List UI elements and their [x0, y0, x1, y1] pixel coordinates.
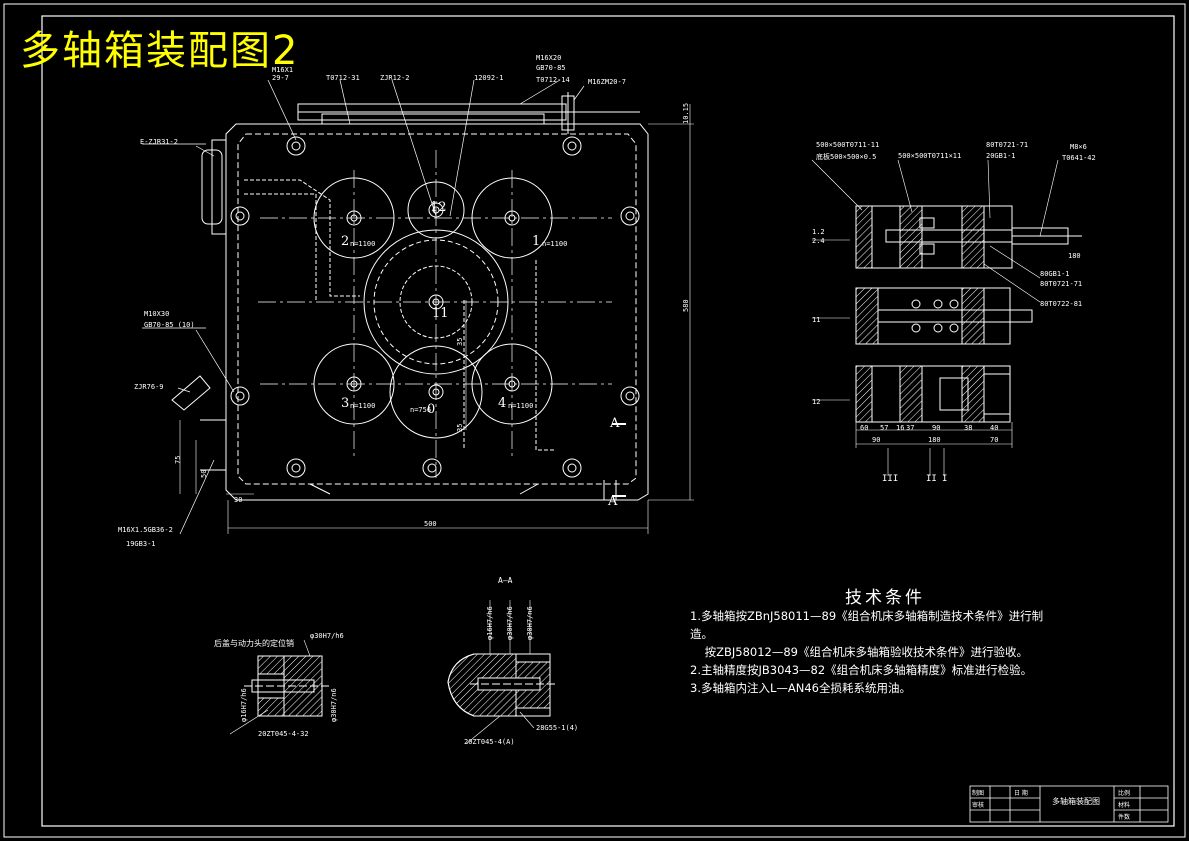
shaft-1-number: 1: [532, 234, 541, 249]
row-label-1-2: 1.2: [812, 228, 825, 236]
detail-aa-fit-2: φ30H7/h6: [506, 606, 514, 640]
callout-m16x20: M16X20: [536, 54, 562, 62]
row-label-2-4: 2.4: [812, 237, 825, 245]
side-dim-38: 38: [964, 424, 973, 432]
shaft-0-number: 0: [427, 402, 436, 417]
shaft-3-speed: n=1100: [350, 402, 376, 410]
detail-left-fit-left: φ16H7/h6: [240, 688, 248, 722]
shaft-2-speed: n=1100: [350, 240, 376, 248]
title-block-cell-2: 审核: [972, 802, 985, 809]
row-label-12: 12: [812, 398, 821, 406]
detail-left-caption: 后盖与动力头的定位销: [214, 639, 294, 648]
tech-line-1: 1.多轴箱按ZBnJ58011—89《组合机床多轴箱制造技术条件》进行制: [690, 609, 1044, 623]
side-dim-70: 70: [990, 436, 999, 444]
roman-i: I: [942, 474, 948, 484]
side-dim-90: 90: [932, 424, 941, 432]
side-dim-180-b: 180: [928, 436, 941, 444]
side-callout-1: 500×500T0711-11: [816, 141, 880, 149]
roman-ii: II: [926, 474, 937, 484]
dim-500: 500: [424, 520, 437, 528]
side-callout-2: 底板500×500×0.5: [816, 153, 877, 161]
shaft-4-speed: n=1100: [508, 402, 534, 410]
detail-aa-fit-1: φ16H7/h6: [486, 606, 494, 640]
side-dim-90-b: 90: [872, 436, 881, 444]
detail-aa-caption: A—A: [498, 576, 513, 585]
side-callout-3: 500×500T0711×11: [898, 152, 962, 160]
side-callout-5: 20GB1-1: [986, 152, 1016, 160]
shaft-4-number: 4: [498, 396, 507, 411]
title-block-cell-1: 制图: [972, 790, 985, 797]
dim-35: 35: [456, 337, 464, 346]
side-dim-40: 40: [990, 424, 999, 432]
shaft-12-number: 12: [430, 200, 447, 215]
side-dim-57: 57: [880, 424, 889, 432]
tech-line-5: 3.多轴箱内注入L—AN46全损耗系统用油。: [690, 681, 911, 695]
roman-iii: III: [882, 474, 899, 484]
callout-m10x30: M10X30: [144, 310, 170, 318]
inner-frame: [41, 15, 1175, 827]
title-block-cell-6: 件数: [1118, 814, 1131, 821]
side-view: [811, 159, 1082, 476]
tech-requirements-title: 技术条件: [845, 588, 925, 608]
title-block-cell-3: 日 期: [1014, 790, 1028, 797]
callout-t0712-31: T0712-31: [326, 74, 360, 82]
section-mark-a-bottom: A: [608, 494, 618, 509]
side-callout-4: 80T0721-71: [986, 141, 1029, 149]
tech-line-2: 造。: [690, 627, 713, 641]
callout-m16x1: M16X1: [272, 66, 294, 74]
dim-75: 75: [174, 455, 182, 464]
callout-19gb3-1: 19GB3-1: [126, 540, 156, 548]
main-view: [142, 79, 694, 535]
callout-12092-1: 12092-1: [474, 74, 504, 82]
title-block-cell-5: 材料: [1118, 802, 1131, 809]
callout-gb70-85: GB70-85: [536, 64, 566, 72]
side-callout-9: 80T0721-71: [1040, 280, 1083, 288]
section-mark-a-top: A: [610, 416, 620, 431]
detail-aa-part-right: 28G55-1(4): [536, 724, 579, 732]
side-callout-8: 80GB1-1: [1040, 270, 1070, 278]
row-label-11: 11: [812, 316, 821, 324]
shaft-11-number: 11: [432, 306, 449, 321]
dim-50: 50: [200, 469, 208, 478]
tech-line-3: 按ZBJ58012—89《组合机床多轴箱验收技术条件》进行验收。: [690, 645, 1028, 659]
side-callout-10: 80T0722-81: [1040, 300, 1083, 308]
shaft-3-number: 3: [341, 396, 350, 411]
detail-left-fit-top: φ30H7/h6: [310, 632, 344, 640]
dim-580: 580: [682, 299, 690, 312]
title-block-cell-4: 比例: [1118, 790, 1131, 797]
tech-line-4: 2.主轴精度按JB3043—82《组合机床多轴箱精度》标准进行检验。: [690, 663, 1033, 677]
outer-frame: [3, 3, 1186, 838]
detail-aa-part-left: 20ZT045-4(A): [464, 738, 515, 746]
callout-m16x1-5gb36-2: M16X1.5GB36-2: [118, 526, 173, 534]
side-dim-60: 60: [860, 424, 869, 432]
callout-zjr76-9: ZJR76-9: [134, 383, 164, 391]
detail-left: [229, 639, 330, 735]
shaft-0-speed: n=756: [410, 406, 432, 414]
side-callout-7: T0641-42: [1062, 154, 1096, 162]
title-block-drawing-name: 多轴箱装配图: [1052, 797, 1100, 806]
side-dim-37: 37: [906, 424, 915, 432]
drawing-title: 多轴箱装配图2: [20, 28, 300, 74]
callout-29-7: 29-7: [272, 74, 289, 82]
dim-30: 30: [234, 496, 243, 504]
callout-gb70-85-10: GB70-85 (10): [144, 321, 195, 329]
dim-10-15: 10.15: [682, 102, 690, 124]
callout-zjr12-2: ZJR12-2: [380, 74, 410, 82]
side-dim-16: 16: [896, 424, 905, 432]
side-callout-6: M8×6: [1070, 143, 1087, 151]
detail-left-fit-right: φ30H7/n6: [330, 688, 338, 722]
callout-e-zjr31-2: E-ZJR31-2: [140, 138, 178, 146]
callout-t0712-14: T0712-14: [536, 76, 570, 84]
shaft-1-speed: n=1100: [542, 240, 568, 248]
title-block: [969, 785, 1169, 823]
detail-aa: [447, 600, 556, 745]
detail-left-part: 20ZT045-4-32: [258, 730, 309, 738]
side-dim-180: 180: [1068, 252, 1081, 260]
detail-aa-fit-3: φ30H7/n6: [526, 606, 534, 640]
shaft-2-number: 2: [341, 234, 350, 249]
callout-m16zm20-7: M16ZM20-7: [588, 78, 626, 86]
dim-35-b: 35: [456, 423, 464, 432]
